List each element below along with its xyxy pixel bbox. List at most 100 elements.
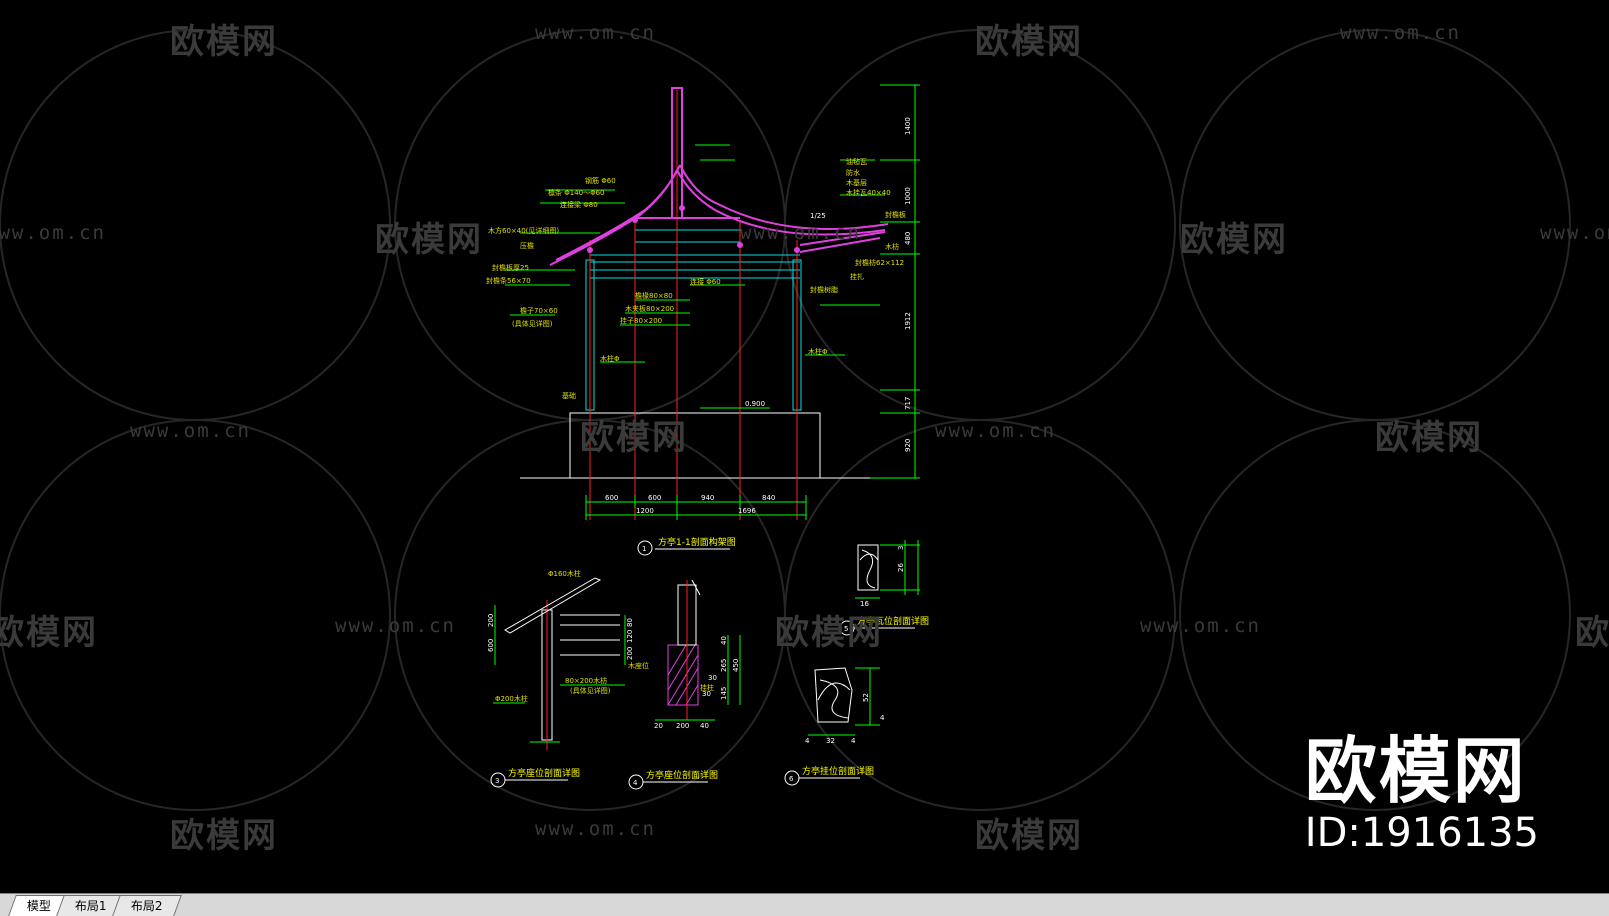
annotation-right-4: 木挂瓦40×40 <box>846 188 891 197</box>
annotation-right-7: 封檐枋62×112 <box>855 258 904 267</box>
detail6-dim-5: 4 <box>880 714 885 722</box>
elevation-mark: 0.900 <box>745 400 765 408</box>
detail4-label-2: 挂柱 <box>700 683 714 692</box>
detail6-number: 6 <box>789 775 794 783</box>
brand-watermark: 欧模网 ID:1916135 <box>1305 731 1539 855</box>
layout-tab-bar: 模型 布局1 布局2 <box>0 893 1609 916</box>
annotation-left-7: 封檐条56×70 <box>486 276 531 285</box>
watermark-logo: 欧模网 <box>375 220 483 260</box>
annotation-left-5: 压檐 <box>520 241 534 250</box>
detail4-dim-4: 145 <box>720 687 728 700</box>
detail4-dim-9: 30 <box>702 690 711 698</box>
watermark-logo: 欧模网 <box>975 816 1083 856</box>
dim-bottom-5: 1200 <box>636 507 654 515</box>
brand-id: ID:1916135 <box>1304 810 1539 856</box>
detail3-dim-3: 80 <box>626 618 634 627</box>
detail3-dim-2: 600 <box>487 639 495 652</box>
watermark-url: www.om.cn <box>1340 22 1461 44</box>
column-label-right: 木柱Φ <box>808 347 828 356</box>
detail-6-drawing: 52 4 4 32 4 6 方亭挂位剖面详图 <box>784 667 885 786</box>
watermark-url: www.om.cn <box>335 615 456 637</box>
detail5-dim-1: 3 <box>897 546 905 550</box>
detail-5-drawing: 3 26 16 5 方亭瓦位剖面详图 <box>839 540 929 636</box>
detail4-dim-7: 40 <box>700 722 709 730</box>
watermark-logo: 欧模网 <box>1180 220 1288 260</box>
dim-side-3: 480 <box>904 232 912 245</box>
detail6-dim-3: 4 <box>851 737 856 745</box>
watermark-url: www.om.cn <box>1540 222 1609 244</box>
detail3-label-4: Φ200木柱 <box>495 694 528 703</box>
detail-3-drawing: Φ160木柱 80×200木枋 (具体见详图) Φ200木柱 200 600 8… <box>487 569 634 788</box>
annotation-mid-2: 木夹板80×200 <box>625 304 674 313</box>
annotation-left-8: 檐子70×60 <box>520 306 558 315</box>
annotation-right-2: 防水 <box>846 168 860 177</box>
annotation-left-6: 封檐板厚25 <box>492 263 529 272</box>
detail3-label-3: (具体见详图) <box>570 686 611 695</box>
detail6-title: 方亭挂位剖面详图 <box>802 765 874 777</box>
dim-side-6: 920 <box>904 439 912 452</box>
detail3-title: 方亭座位剖面详图 <box>508 767 580 779</box>
detail6-dim-4: 32 <box>826 737 835 745</box>
detail4-dim-6: 200 <box>676 722 689 730</box>
detail4-dim-8: 30 <box>708 674 717 682</box>
dim-bottom-6: 1696 <box>738 507 756 515</box>
watermark-logo: 欧模网 <box>170 816 278 856</box>
detail6-dim-1: 52 <box>862 693 870 702</box>
tab-layout2[interactable]: 布局2 <box>111 895 182 916</box>
tab-layout1-label: 布局1 <box>74 899 107 913</box>
detail5-dim-2: 26 <box>897 563 905 572</box>
main-section-title: 方亭1-1剖面构架图 <box>658 536 736 548</box>
annotation-mid-3: 挂子80×200 <box>620 316 662 325</box>
dim-bottom-1: 600 <box>605 494 618 502</box>
dim-bottom-3: 940 <box>701 494 714 502</box>
detail3-dim-5: 120 <box>626 630 634 643</box>
annotation-right-6: 木枋 <box>885 242 899 251</box>
watermark-url: www.om.cn <box>0 222 106 244</box>
detail5-title: 方亭瓦位剖面详图 <box>857 615 929 627</box>
dim-bottom-2: 600 <box>648 494 661 502</box>
detail3-dim-1: 200 <box>487 614 495 627</box>
annotation-left-9: (具体见详图) <box>512 319 553 328</box>
annotation-left-1: 钢筋 Φ60 <box>585 176 616 185</box>
tab-layout2-label: 布局2 <box>130 899 163 913</box>
annotation-left-4: 木方60×40(见详细图) <box>488 226 559 235</box>
detail4-dim-3: 450 <box>732 659 740 672</box>
watermark-url: www.om.cn <box>535 818 656 840</box>
detail4-title: 方亭座位剖面详图 <box>646 769 718 781</box>
dim-side-5: 717 <box>904 397 912 410</box>
watermark-url: www.om.cn <box>1140 615 1261 637</box>
detail4-dim-5: 20 <box>654 722 663 730</box>
annotation-right-5: 封檐板 <box>885 210 906 219</box>
annotation-left-3: 连接梁 Φ80 <box>560 200 598 209</box>
detail4-dim-2: 265 <box>720 659 728 672</box>
watermark-url: www.om.cn <box>935 420 1056 442</box>
main-title-number: 1 <box>642 545 646 553</box>
annotation-right-8: 挂扎 <box>850 272 864 281</box>
watermark-logo: 欧模网 <box>975 22 1083 62</box>
detail3-dim-4: 200 <box>626 647 634 660</box>
detail5-dim-3: 16 <box>860 600 869 608</box>
annotation-mid-4: 连接 Φ60 <box>690 277 721 286</box>
column-label-left: 木柱Φ <box>600 354 620 363</box>
watermark-logo: 欧模网 <box>0 613 98 653</box>
detail3-number: 3 <box>495 777 499 785</box>
watermark-logo: 欧模网 <box>580 418 688 458</box>
watermark-url: www.om.cn <box>740 222 861 244</box>
watermark-logo: 欧模网 <box>775 613 883 653</box>
dim-side-2: 1000 <box>904 187 912 205</box>
dim-side-4: 1912 <box>904 312 912 330</box>
detail3-label-1: Φ160木柱 <box>548 569 581 578</box>
cad-model-space[interactable]: 1400 1000 480 1912 717 920 600 600 940 8… <box>0 0 1609 893</box>
watermark-logo: 欧模网 <box>1375 418 1483 458</box>
brand-name: 欧模网 <box>1304 729 1527 813</box>
detail3-label-2: 80×200木枋 <box>565 676 607 685</box>
annotation-right-9: 封檐树脂 <box>810 285 838 294</box>
annotation-mid-1: 檐椽80×80 <box>635 291 673 300</box>
annotation-left-2: 檩条 Φ140～Φ60 <box>548 188 605 197</box>
detail4-label-1: 木座位 <box>628 661 649 670</box>
watermark-url: www.om.cn <box>535 22 656 44</box>
detail4-number: 4 <box>633 779 638 787</box>
detail5-number: 5 <box>844 625 848 633</box>
annotation-right-3: 木基层 <box>846 178 867 187</box>
slope-label: 1/25 <box>810 212 826 220</box>
